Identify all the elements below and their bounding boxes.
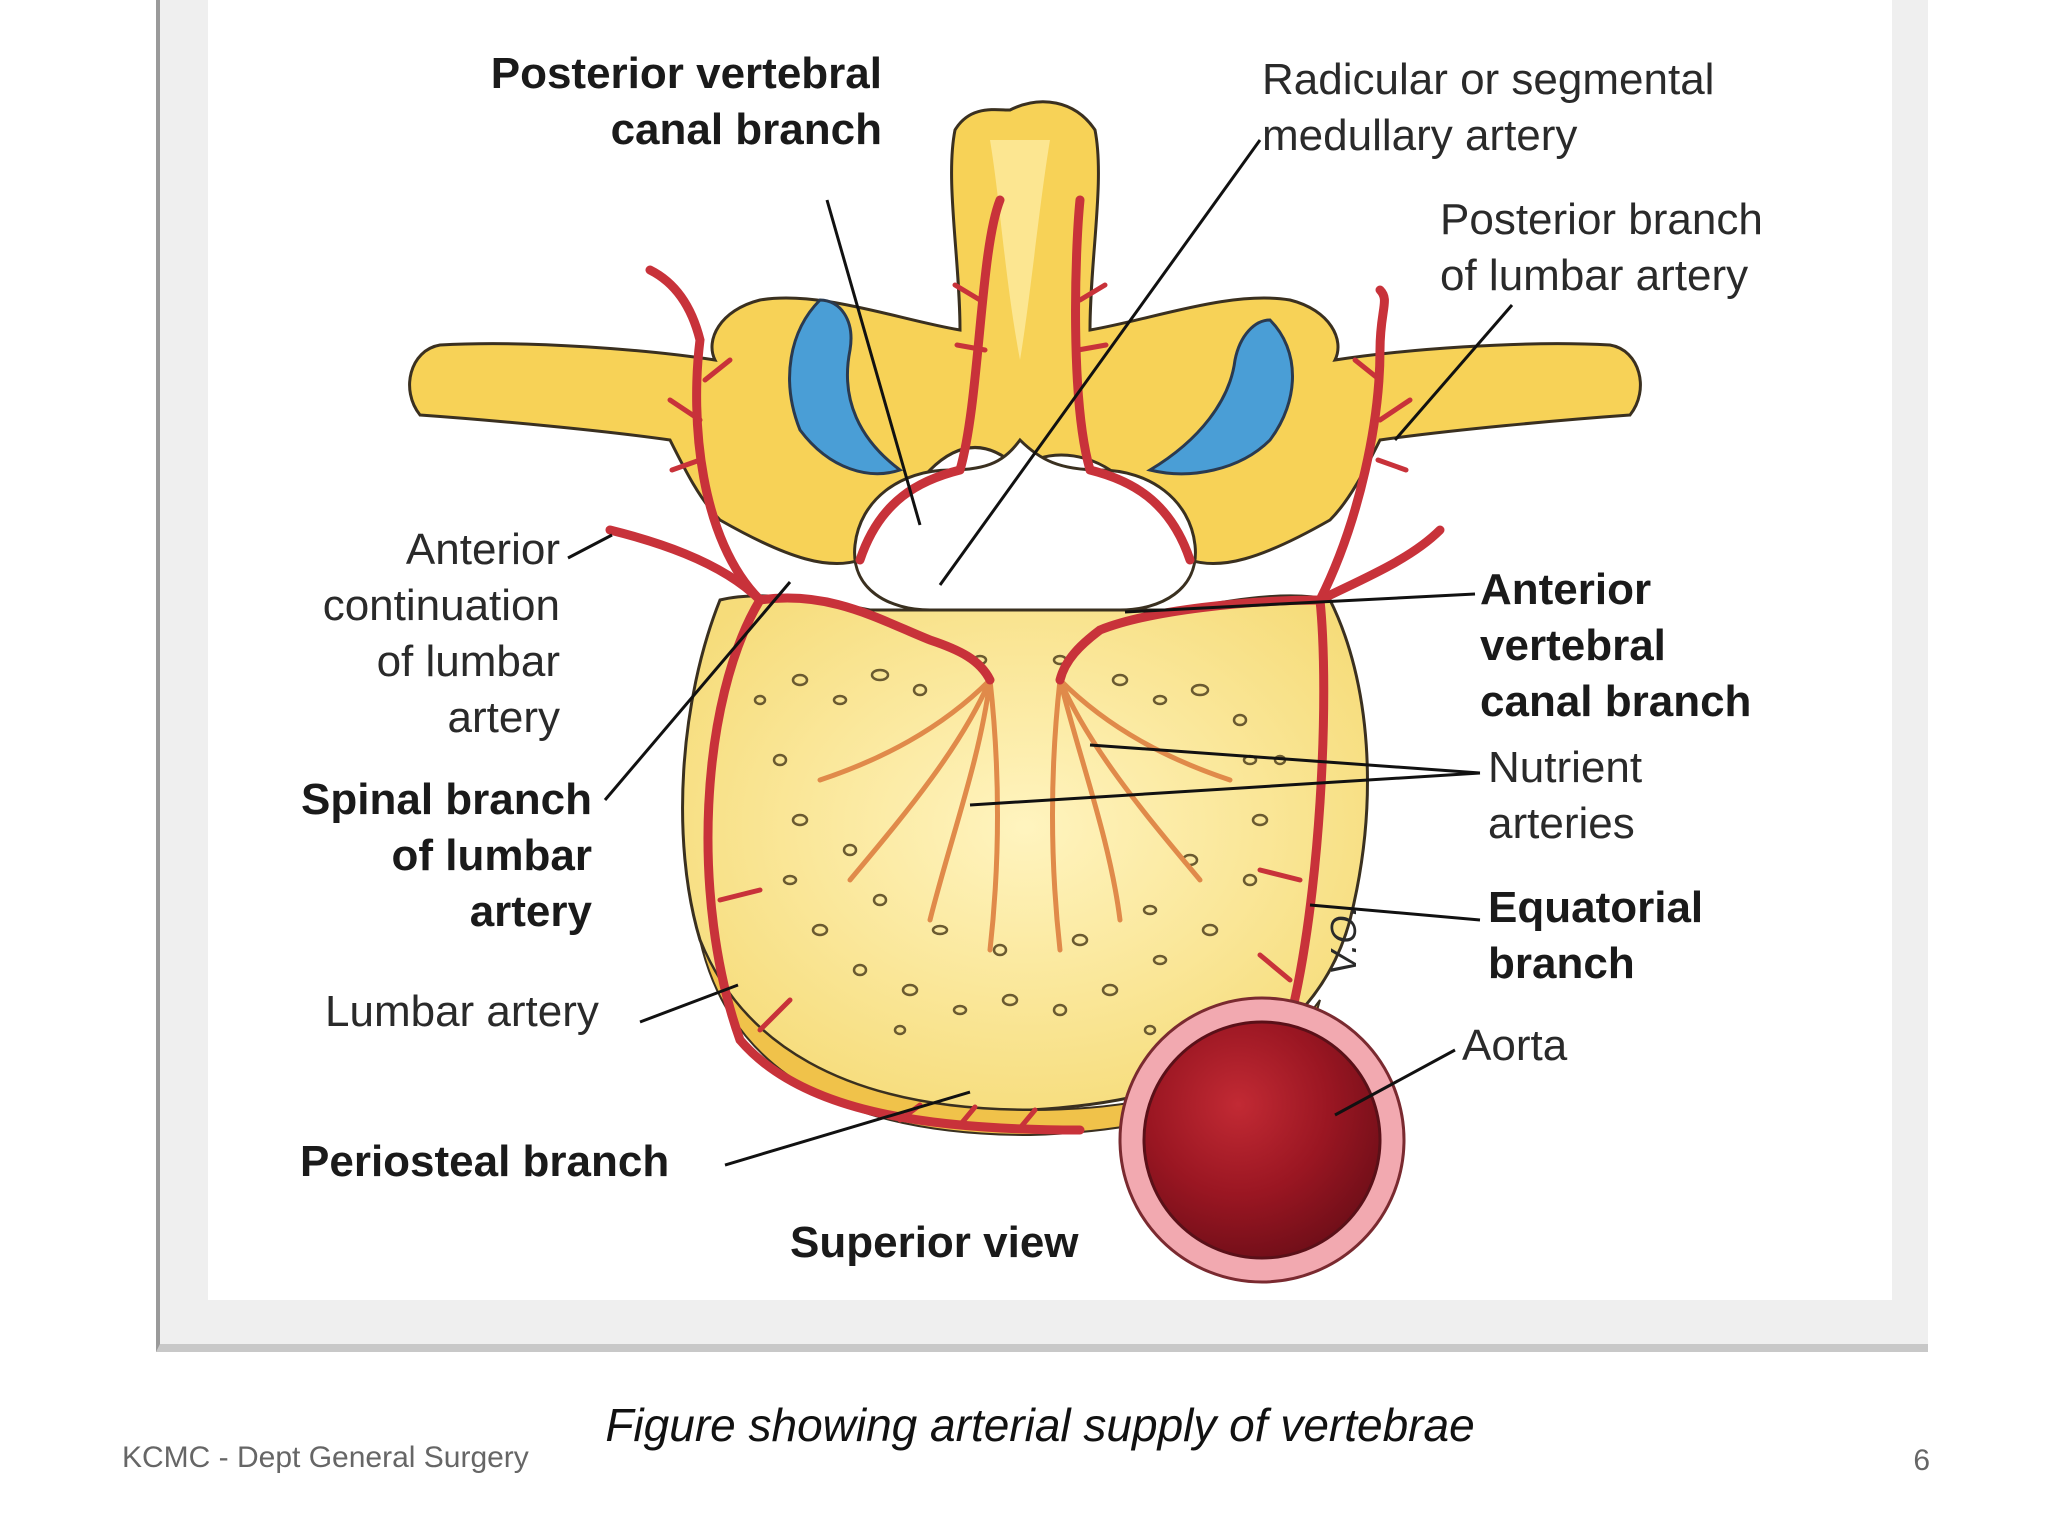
leader-lines xyxy=(567,139,1514,1167)
leader-nutrient-1 xyxy=(1089,743,1481,775)
label-periosteal-branch: Periosteal branch xyxy=(300,1137,670,1186)
footer-institution: KCMC - Dept General Surgery xyxy=(122,1441,529,1474)
label-nutrient-arteries: Nutrient arteries xyxy=(1488,743,1643,848)
arterial-network xyxy=(605,195,1445,1135)
label-lumbar-artery: Lumbar artery xyxy=(325,987,599,1036)
left-articular-facet xyxy=(788,298,904,476)
arch-highlight xyxy=(990,140,1050,360)
label-spinal-branch: Spinal branch of lumbar artery xyxy=(301,775,592,936)
leader-posterior-branch xyxy=(1393,304,1514,441)
label-posterior-branch-lumbar-artery: Posterior branch of lumbar artery xyxy=(1440,195,1763,300)
label-radicular-medullary-artery: Radicular or segmental medullary artery xyxy=(1262,55,1715,160)
label-anterior-vertebral-canal-branch: Anterior vertebral canal branch xyxy=(1480,565,1752,726)
cancellous-bone-pores xyxy=(753,654,1287,1036)
leader-radicular xyxy=(938,139,1262,586)
leader-nutrient-2 xyxy=(969,771,1481,807)
label-superior-view: Superior view xyxy=(790,1218,1079,1267)
leader-anterior-continuation xyxy=(567,533,613,560)
right-articular-facet xyxy=(1146,318,1294,476)
leader-equatorial xyxy=(1309,903,1481,922)
leader-anterior-canal xyxy=(1124,592,1476,614)
leader-aorta xyxy=(1334,1048,1456,1117)
leader-posterior-canal xyxy=(825,199,922,526)
page-number: 6 xyxy=(1913,1444,1930,1477)
nutrient-artery-tree xyxy=(817,677,1233,953)
leader-periosteal xyxy=(724,1090,971,1167)
artery-small-branches xyxy=(667,282,1413,1131)
label-anterior-continuation: Anterior continuation of lumbar artery xyxy=(322,525,560,742)
figure-caption: Figure showing arterial supply of verteb… xyxy=(605,1399,1475,1451)
label-posterior-vertebral-canal-branch: Posterior vertebral canal branch xyxy=(490,49,882,154)
aorta-lumen xyxy=(1142,1020,1382,1260)
artist-signature: V.O. xyxy=(1323,905,1364,975)
leader-spinal xyxy=(603,581,792,801)
label-aorta: Aorta xyxy=(1462,1021,1568,1070)
leader-lumbar xyxy=(639,983,739,1024)
label-equatorial-branch: Equatorial branch xyxy=(1488,883,1704,988)
